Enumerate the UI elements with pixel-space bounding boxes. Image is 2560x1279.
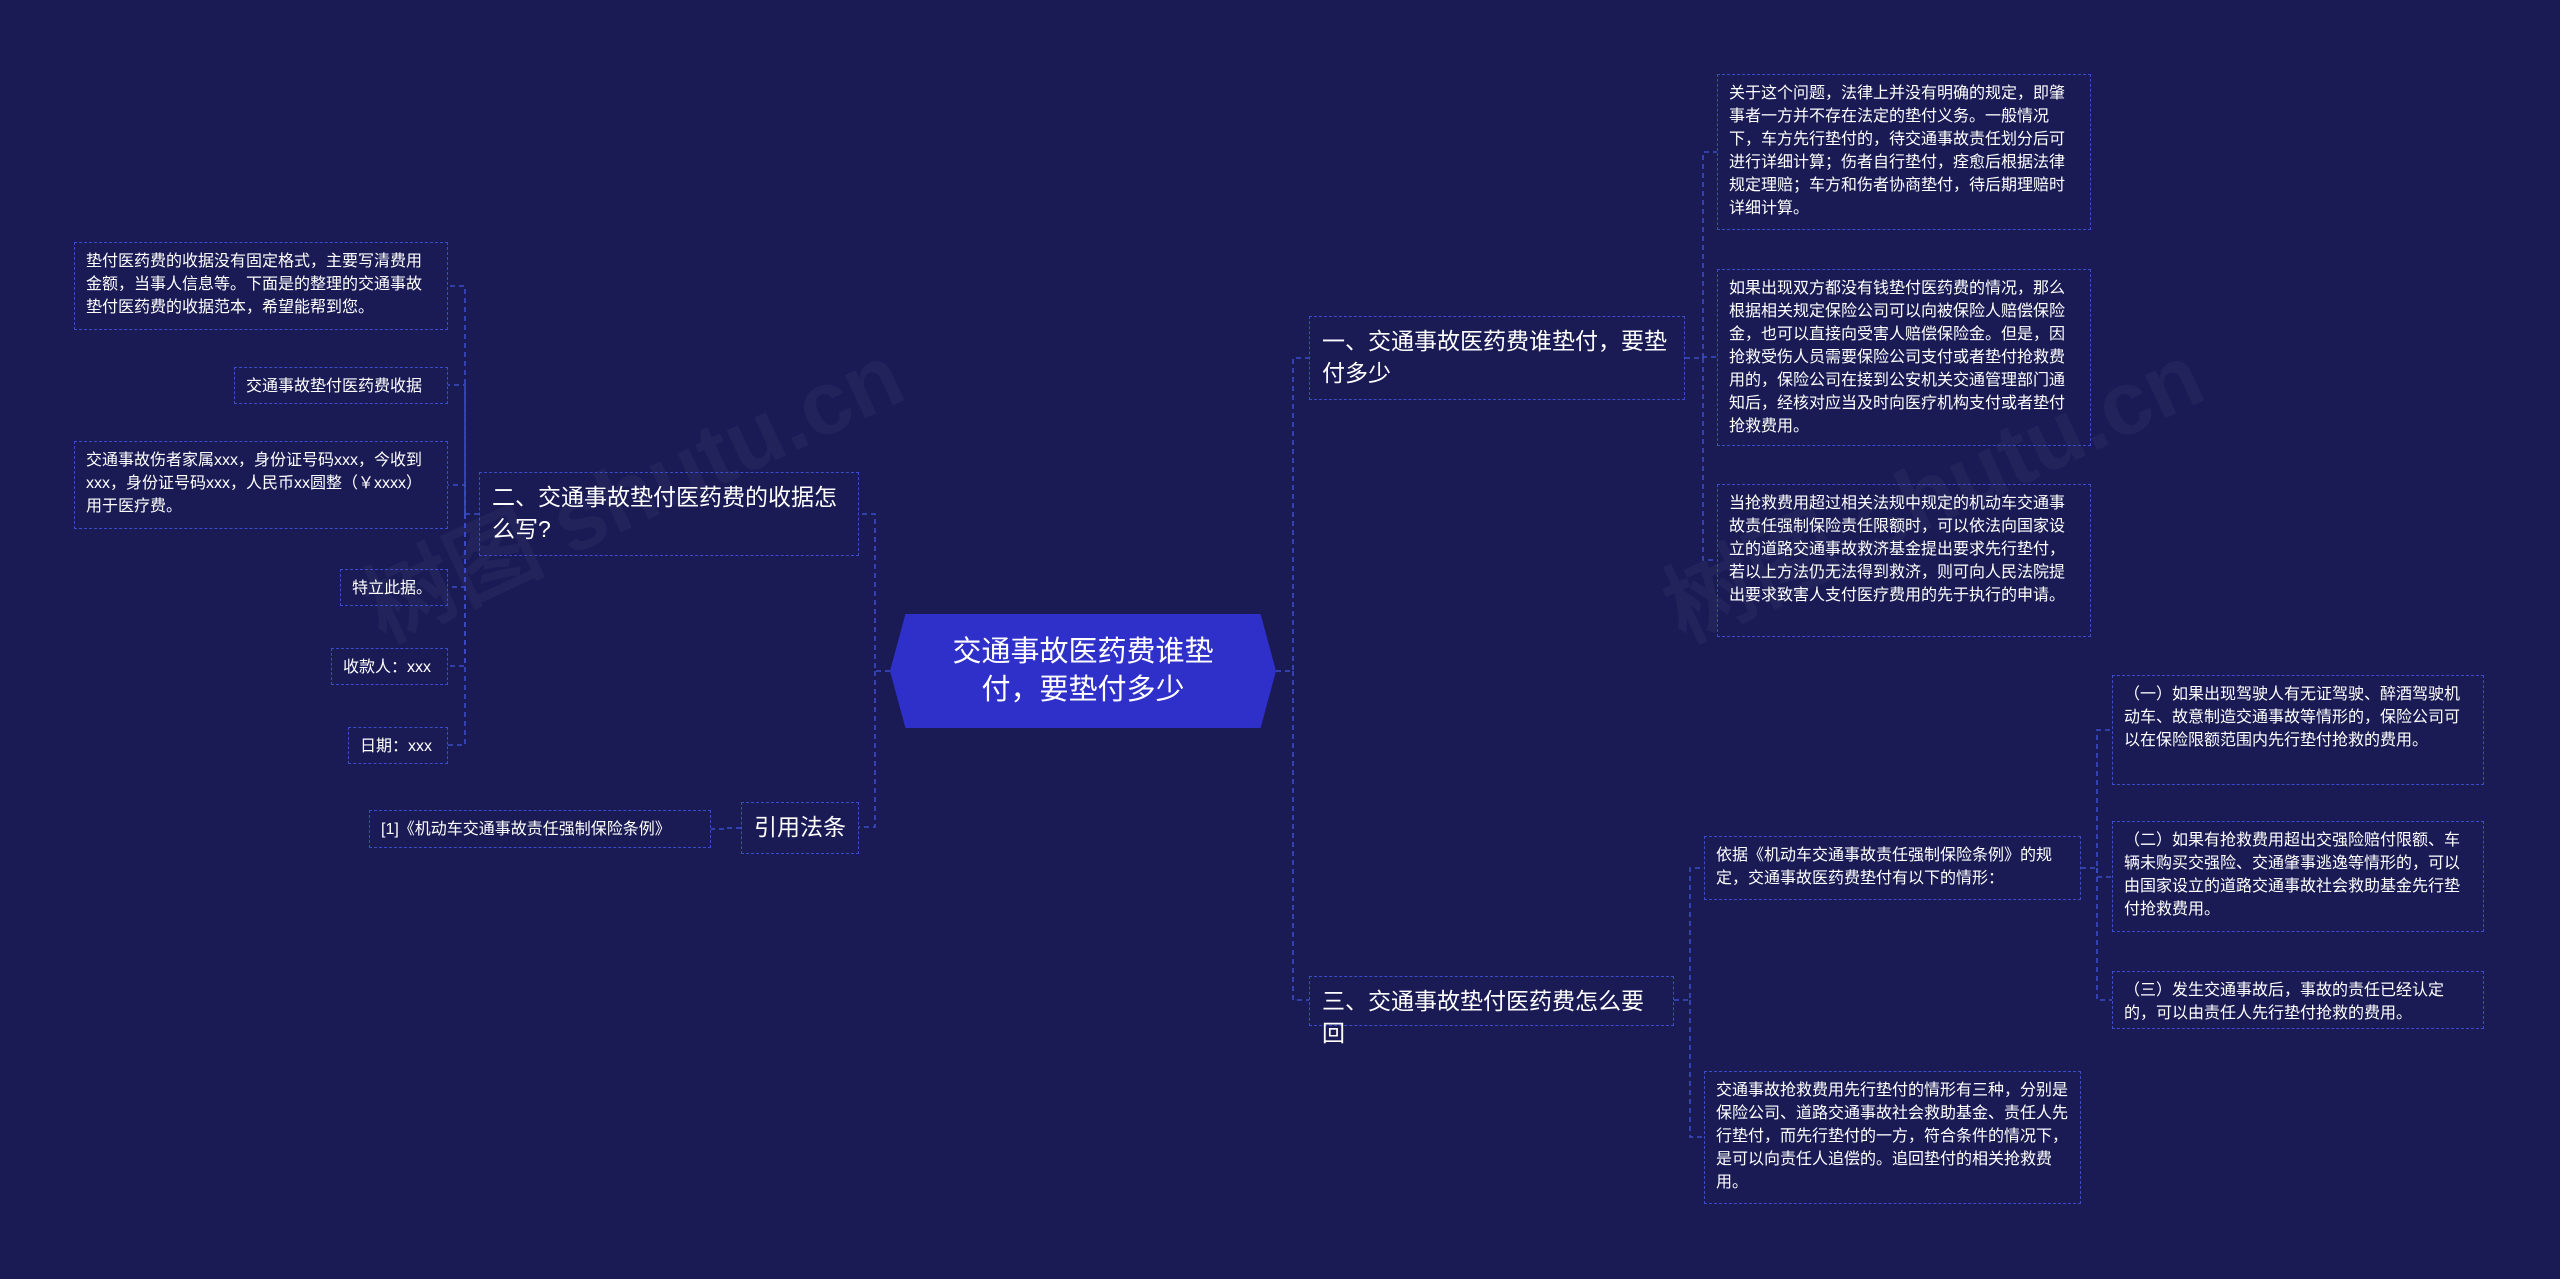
detail-node[interactable]: 特立此据。 — [340, 569, 448, 606]
sub-detail-node[interactable]: （一）如果出现驾驶人有无证驾驶、醉酒驾驶机动车、故意制造交通事故等情形的，保险公… — [2112, 675, 2484, 785]
sub-detail-node[interactable]: （二）如果有抢救费用超出交强险赔付限额、车辆未购买交强险、交通肇事逃逸等情形的，… — [2112, 821, 2484, 932]
branch-topic-receipt[interactable]: 二、交通事故垫付医药费的收据怎么写? — [479, 472, 859, 556]
detail-node[interactable]: 交通事故伤者家属xxx，身份证号码xxx，今收到xxx，身份证号码xxx，人民币… — [74, 441, 448, 529]
detail-node[interactable]: 关于这个问题，法律上并没有明确的规定，即肇事者一方并不存在法定的垫付义务。一般情… — [1717, 74, 2091, 230]
branch-topic-cited-law[interactable]: 引用法条 — [741, 802, 859, 854]
detail-node[interactable]: 收款人：xxx — [331, 648, 448, 685]
detail-node[interactable]: 日期：xxx — [348, 727, 448, 764]
detail-node[interactable]: 垫付医药费的收据没有固定格式，主要写清费用金额，当事人信息等。下面是的整理的交通… — [74, 242, 448, 330]
law-reference-node[interactable]: [1]《机动车交通事故责任强制保险条例》 — [369, 810, 711, 848]
branch-topic-who-pays[interactable]: 一、交通事故医药费谁垫付，要垫付多少 — [1309, 316, 1685, 400]
detail-node[interactable]: 依据《机动车交通事故责任强制保险条例》的规定，交通事故医药费垫付有以下的情形： — [1704, 836, 2081, 900]
detail-node[interactable]: 交通事故垫付医药费收据 — [234, 367, 448, 404]
sub-detail-node[interactable]: （三）发生交通事故后，事故的责任已经认定的，可以由责任人先行垫付抢救的费用。 — [2112, 971, 2484, 1029]
root-topic[interactable]: 交通事故医药费谁垫付，要垫付多少 — [890, 614, 1276, 728]
detail-node[interactable]: 当抢救费用超过相关法规中规定的机动车交通事故责任强制保险责任限额时，可以依法向国… — [1717, 484, 2091, 637]
detail-node[interactable]: 如果出现双方都没有钱垫付医药费的情况，那么根据相关规定保险公司可以向被保险人赔偿… — [1717, 269, 2091, 446]
branch-topic-recover-payment[interactable]: 三、交通事故垫付医药费怎么要回 — [1309, 976, 1674, 1046]
detail-node[interactable]: 交通事故抢救费用先行垫付的情形有三种，分别是保险公司、道路交通事故社会救助基金、… — [1704, 1071, 2081, 1204]
